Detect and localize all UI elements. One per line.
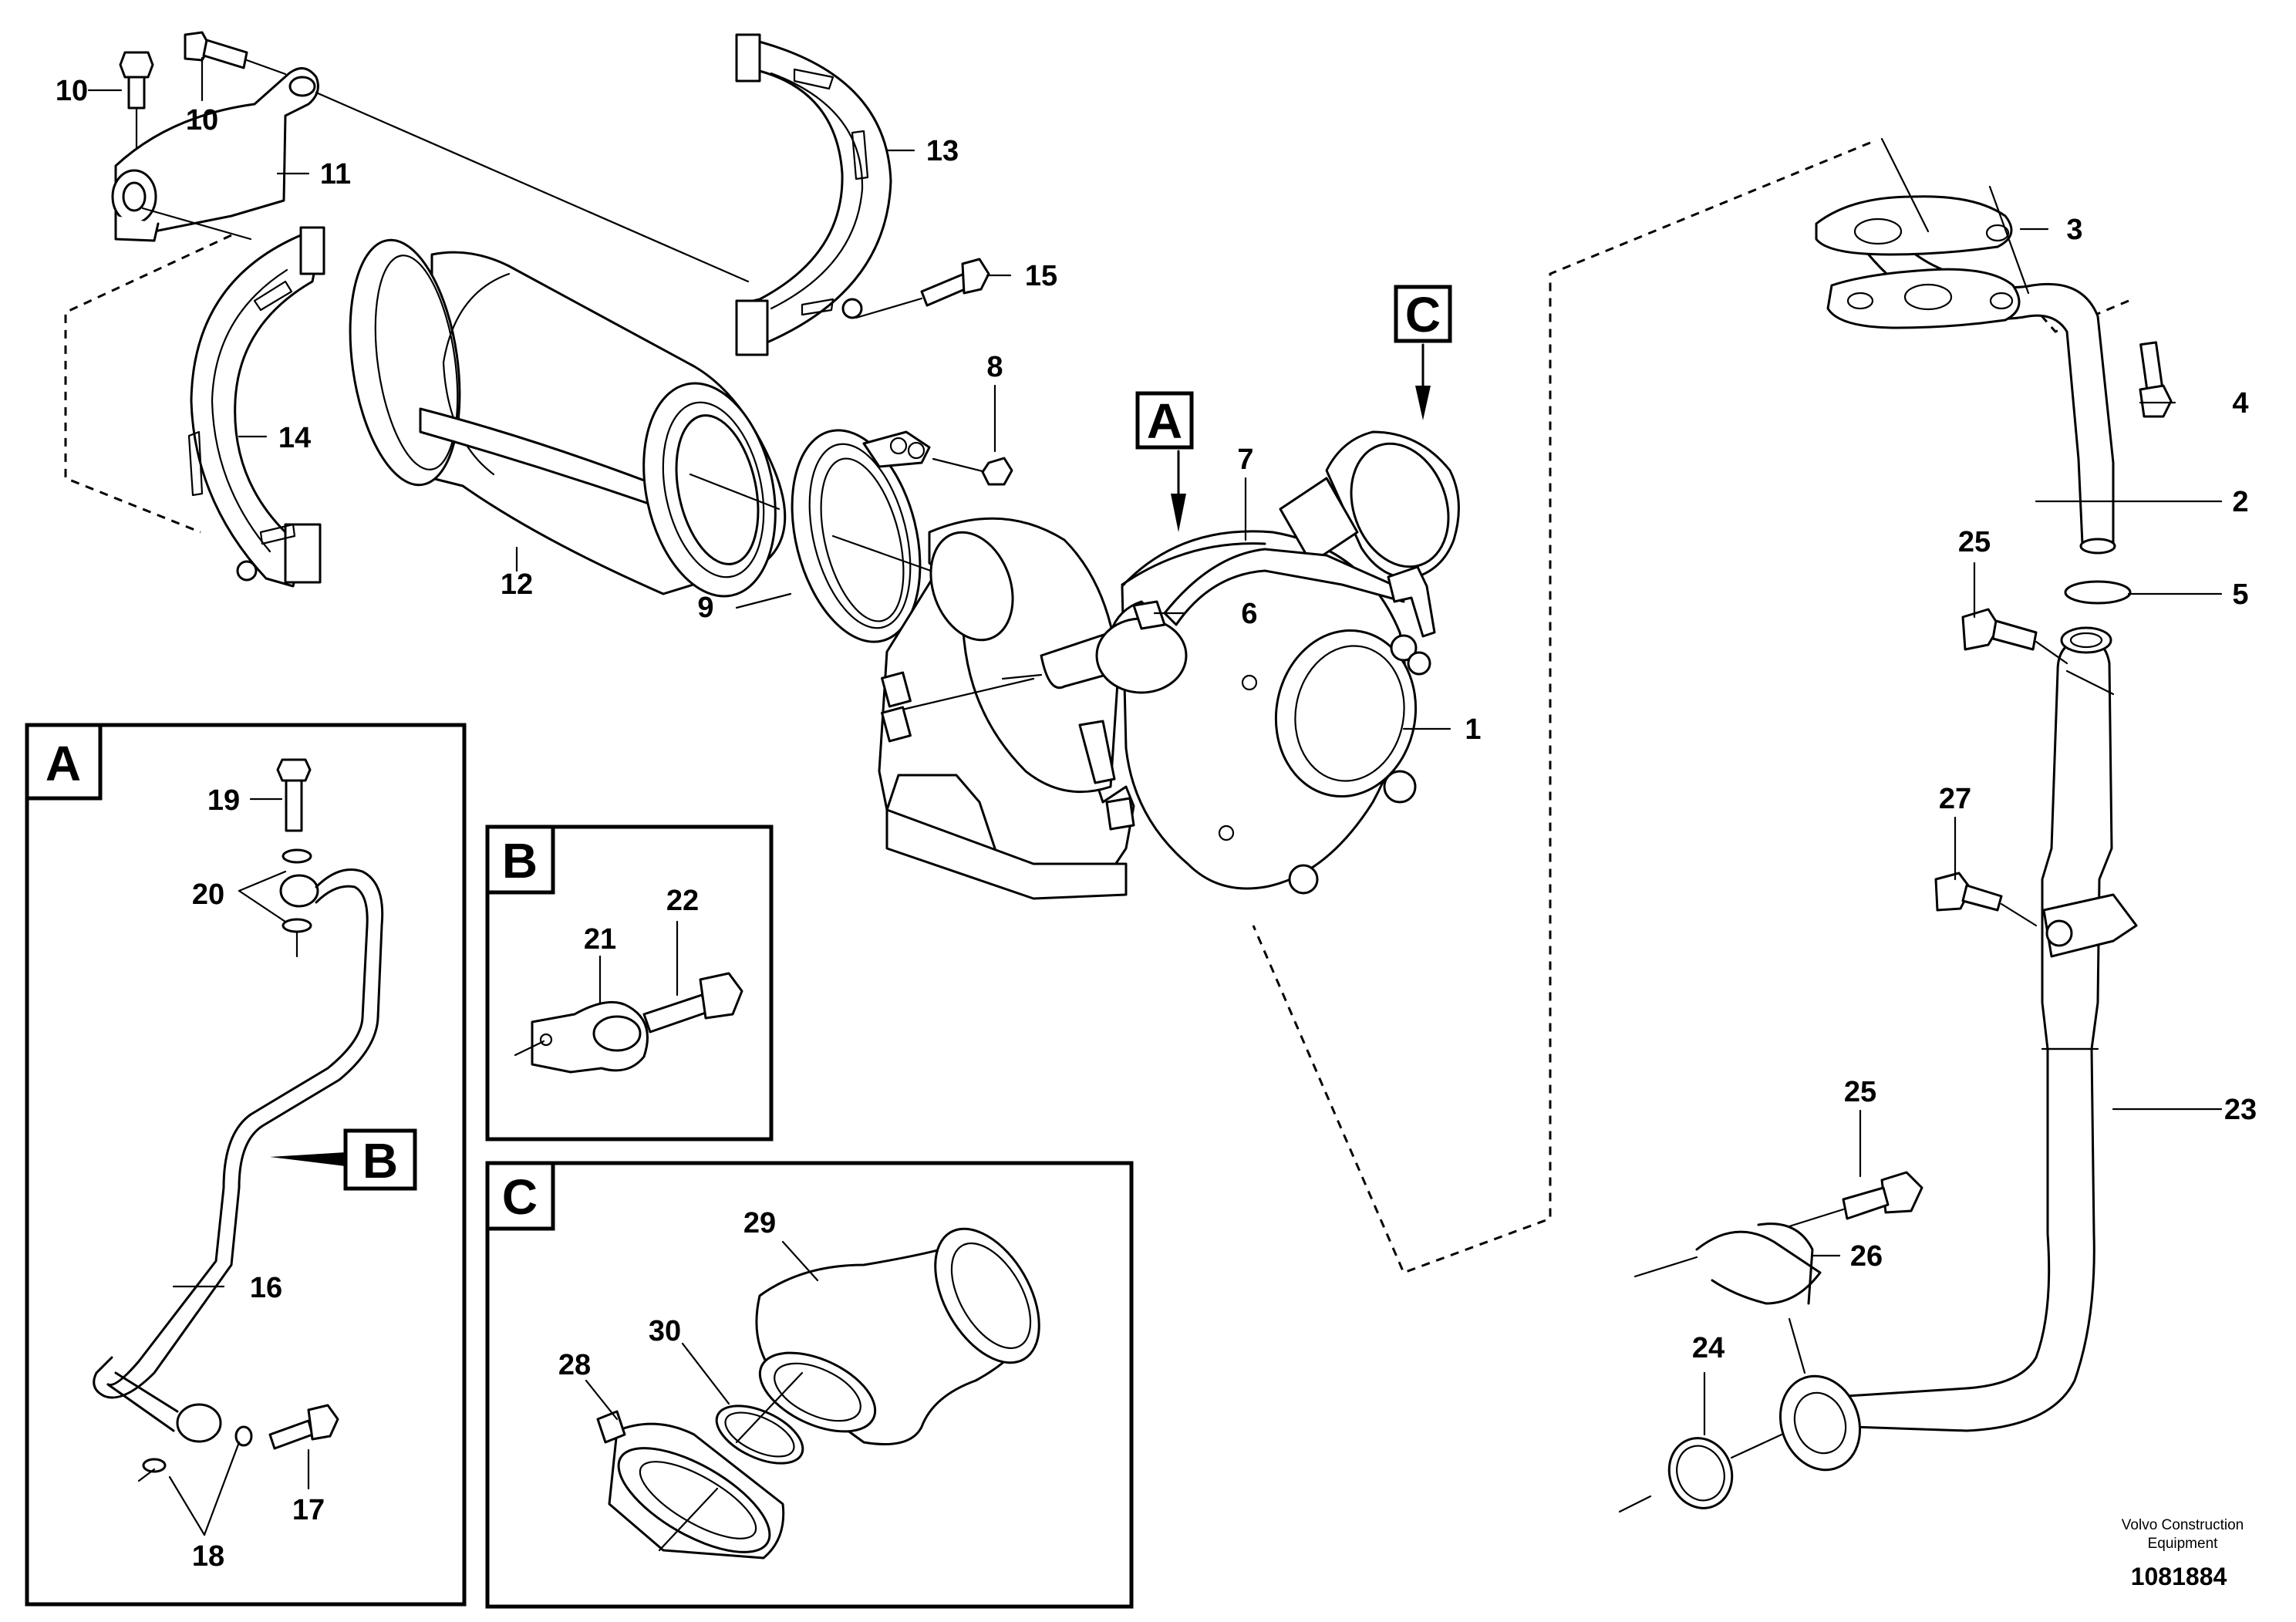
oil-return-pipe-23: [1778, 626, 2138, 1472]
heat-shield-upper-13: [735, 33, 892, 356]
brand-line-2: Equipment: [2148, 1536, 2219, 1552]
callout-5: 5: [2232, 578, 2248, 611]
callout-2: 2: [2232, 486, 2248, 518]
panel-c-label: C: [502, 1169, 538, 1225]
callout-11: 11: [320, 158, 351, 191]
bolt-10-vertical: [119, 51, 154, 156]
bolt-4: [2139, 341, 2173, 418]
callout-4: 4: [2232, 387, 2248, 420]
callout-15: 15: [1025, 260, 1057, 292]
bolt-15: [855, 258, 990, 319]
callout-28: 28: [558, 1349, 591, 1381]
callout-20: 20: [192, 878, 224, 911]
view-label-b-pointer: B: [362, 1133, 398, 1189]
detail-panel-c: C: [485, 1161, 1134, 1609]
view-label-a: A: [1147, 393, 1182, 449]
callout-6: 6: [1241, 598, 1257, 630]
bolt-25-lower: [1788, 1171, 1923, 1228]
callout-14: 14: [278, 422, 311, 454]
callout-19: 19: [207, 784, 240, 817]
callout-25-upper: 25: [1958, 526, 1991, 558]
document-number: 1081884: [2131, 1563, 2227, 1590]
callout-leader-lines: [87, 56, 2223, 1436]
callout-10-left: 10: [56, 75, 88, 107]
callout-27: 27: [1939, 783, 1971, 815]
callout-10-right: 10: [186, 104, 218, 137]
bracket-11: [111, 67, 750, 283]
nut-8: [932, 457, 1013, 486]
view-pointer-a: A: [1135, 391, 1194, 532]
o-ring-24: [1618, 1433, 1783, 1513]
callout-22: 22: [666, 885, 699, 917]
callout-30: 30: [649, 1315, 681, 1347]
bolt-27: [1934, 872, 2038, 927]
o-ring-5: [2064, 580, 2132, 605]
bolt-10-angled: [184, 31, 287, 76]
view-label-c: C: [1405, 287, 1441, 342]
callout-18: 18: [192, 1540, 224, 1573]
clip-26: [1633, 1222, 1822, 1374]
callout-21: 21: [584, 923, 616, 956]
callout-12: 12: [501, 568, 533, 601]
callout-8: 8: [986, 351, 1003, 383]
detail-panel-a: A B: [25, 723, 467, 1607]
catalytic-converter-12: [349, 238, 787, 598]
detail-panel-b: B: [485, 824, 774, 1141]
v-band-clamp-9: [791, 429, 931, 643]
bolt-25-upper: [1961, 608, 2068, 665]
callout-13: 13: [926, 135, 959, 167]
callout-29: 29: [743, 1207, 776, 1239]
callout-numbers: 10 10 11 13 15 14 12 8 9 7 6 1 3 4 2 5 2…: [56, 75, 2257, 1573]
heat-shield-lower-14: [187, 226, 325, 588]
brand-line-1: Volvo Construction: [2122, 1517, 2244, 1533]
callout-25-lower: 25: [1844, 1076, 1876, 1108]
panel-b-label: B: [502, 833, 538, 889]
oil-pipe-2: [1815, 137, 2116, 555]
callout-26: 26: [1850, 1240, 1883, 1273]
footer: Volvo Construction Equipment 1081884: [2122, 1517, 2244, 1590]
assembly-dashed-lines: [64, 141, 2129, 1274]
callout-7: 7: [1237, 443, 1253, 476]
turbocharger-1: [878, 430, 1460, 900]
callout-3: 3: [2066, 214, 2082, 246]
view-pointer-c: C: [1394, 285, 1452, 420]
callout-16: 16: [250, 1272, 282, 1304]
callout-17: 17: [292, 1494, 325, 1526]
callout-9: 9: [697, 592, 713, 624]
callout-24: 24: [1692, 1332, 1725, 1364]
callout-23: 23: [2224, 1094, 2257, 1126]
panel-a-label: A: [46, 736, 81, 791]
callout-1: 1: [1465, 713, 1481, 746]
